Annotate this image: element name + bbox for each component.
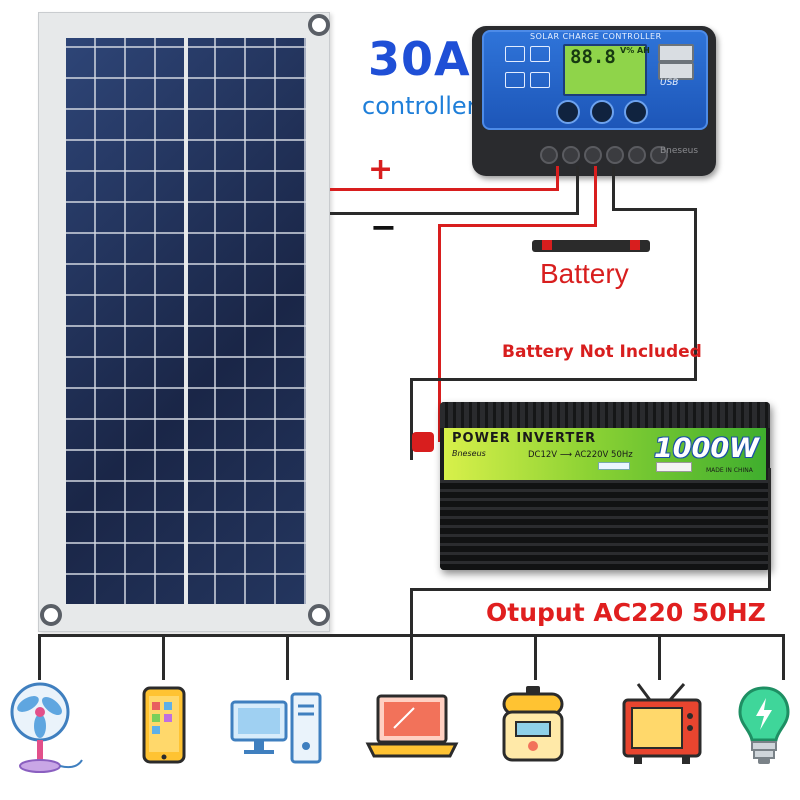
- menu-icon: [505, 46, 525, 62]
- output-label: Otuput AC220 50HZ: [486, 598, 766, 627]
- inverter-spec: DC12V ⟶ AC220V 50Hz: [528, 450, 633, 460]
- lcd-units: V% AH: [620, 46, 650, 55]
- battery-negative-wire: [612, 166, 615, 210]
- inverter-indicator-icon: [598, 462, 630, 470]
- battery-label: Battery: [540, 258, 629, 289]
- terminal-icon: [628, 146, 646, 164]
- inverter-negative-wire: [694, 208, 697, 380]
- television-icon: [622, 683, 702, 764]
- inverter-negative-wire: [410, 378, 413, 460]
- terminal-icon: [606, 146, 624, 164]
- terminal-icon: [584, 146, 602, 164]
- positive-wire: [556, 166, 559, 191]
- controller-title: SOLAR CHARGE CONTROLLER: [530, 32, 662, 41]
- terminal-icon: [562, 146, 580, 164]
- usb-label: USB: [660, 78, 679, 88]
- lcd-digits: 88.8: [570, 46, 616, 68]
- battery-terminal-icon: [542, 240, 552, 250]
- battery-icon: [532, 240, 650, 252]
- timer-icon: [530, 72, 550, 88]
- output-wire: [410, 588, 771, 591]
- output-wire: [410, 588, 413, 636]
- controller-left-button[interactable]: [556, 100, 580, 124]
- usb-port-icon: [658, 44, 694, 62]
- settings-icon: [530, 46, 550, 62]
- controller-down-button[interactable]: [624, 100, 648, 124]
- light-bulb-icon: [738, 686, 790, 764]
- grommet-icon: [308, 14, 330, 36]
- laptop-icon: [365, 694, 459, 758]
- lock-icon: [505, 72, 525, 88]
- inverter-title: POWER INVERTER: [452, 431, 597, 446]
- desktop-computer-icon: [230, 692, 322, 764]
- grommet-icon: [308, 604, 330, 626]
- rice-cooker-icon: [502, 686, 564, 762]
- inverter-top-grille: [440, 402, 770, 428]
- output-drop-wire: [162, 634, 165, 680]
- inverter-wattage: 1000W: [654, 433, 759, 464]
- output-drop-wire: [286, 634, 289, 680]
- controller-lcd: [563, 44, 647, 96]
- negative-symbol: −: [370, 208, 397, 246]
- terminal-icon: [540, 146, 558, 164]
- battery-positive-wire: [438, 224, 597, 227]
- inverter-label-panel: [444, 428, 766, 480]
- usb-port-icon: [658, 62, 694, 80]
- grommet-icon: [40, 604, 62, 626]
- positive-symbol: +: [368, 152, 394, 187]
- inverter-positive-post-icon: [412, 432, 434, 452]
- terminal-icon: [650, 146, 668, 164]
- fan-icon: [10, 682, 83, 773]
- inverter-brand: Bneseus: [452, 449, 486, 458]
- inverter-heat-fins: [440, 480, 770, 570]
- output-drop-wire: [782, 634, 785, 680]
- headline-amps: 30A: [368, 32, 471, 86]
- output-drop-wire: [658, 634, 661, 680]
- battery-not-included-note: Battery Not Included: [502, 342, 702, 362]
- inverter-made-in: MADE IN CHINA: [706, 467, 753, 474]
- battery-negative-wire: [612, 208, 696, 211]
- output-drop-wire: [410, 634, 413, 680]
- output-drop-wire: [38, 634, 41, 680]
- output-wire: [768, 468, 771, 590]
- solar-panel-cells: [66, 38, 306, 604]
- output-drop-wire: [534, 634, 537, 680]
- negative-wire: [330, 212, 578, 215]
- inverter-positive-wire: [438, 224, 441, 442]
- battery-terminal-icon: [630, 240, 640, 250]
- inverter-negative-wire: [410, 378, 697, 381]
- controller-brand: Bneseus: [660, 146, 699, 156]
- positive-wire: [330, 188, 558, 191]
- headline-subtitle: controller: [362, 92, 477, 120]
- negative-wire: [576, 166, 579, 215]
- controller-up-button[interactable]: [590, 100, 614, 124]
- smartphone-icon: [142, 686, 186, 764]
- inverter-outlet-icon: [656, 462, 692, 472]
- battery-positive-wire: [594, 166, 597, 226]
